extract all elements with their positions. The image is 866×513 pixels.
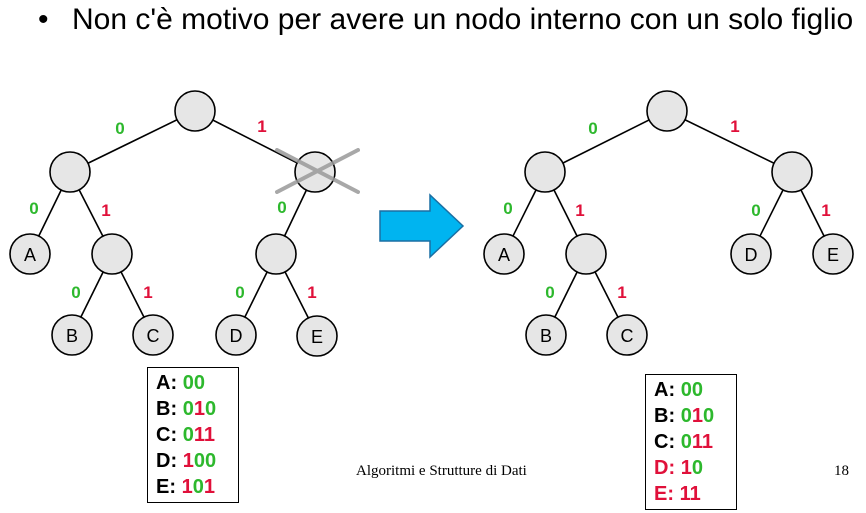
left-edge-label: 1 — [257, 117, 266, 136]
right-tree-nodes — [483, 90, 854, 356]
left-edge-label: 0 — [115, 119, 124, 138]
right-leaf-node — [483, 233, 525, 275]
left-leaf-node — [296, 315, 338, 357]
right-internal-node — [524, 151, 566, 193]
right-leaf-node — [606, 314, 648, 356]
transform-arrow-icon — [379, 193, 465, 259]
left-leaf-node — [132, 314, 174, 356]
code-row: D: 100 — [156, 450, 217, 472]
right-leaf-node — [525, 314, 567, 356]
right-edge-label: 0 — [545, 283, 554, 302]
left-leaf-label: C — [147, 326, 160, 346]
right-leaf-label: A — [498, 245, 510, 265]
code-row: A: 00 — [156, 372, 205, 394]
code-row: B: 010 — [156, 398, 217, 420]
left-edge-label: 0 — [71, 283, 80, 302]
code-row: E: 11 — [654, 483, 701, 505]
left-edge-label: 1 — [143, 283, 152, 302]
right-leaf-label: D — [745, 245, 758, 265]
right-edge-label: 1 — [730, 117, 739, 136]
left-root-node — [174, 90, 216, 132]
left-leaf-label: D — [230, 326, 243, 346]
right-root-node — [646, 90, 688, 132]
left-edge-label: 1 — [101, 201, 110, 220]
left-internal-node — [255, 233, 297, 275]
right-leaf-label: B — [540, 326, 552, 346]
left-code-table: A: 00 B: 010 C: 011 D: 100 E: 101 — [147, 367, 239, 503]
right-leaf-label: E — [827, 245, 839, 265]
left-tree-nodes — [9, 90, 338, 357]
right-edge-label: 0 — [588, 119, 597, 138]
left-leaf-label: B — [66, 326, 78, 346]
code-row: E: 101 — [156, 476, 215, 498]
right-leaf-node — [730, 233, 772, 275]
code-row: C: 011 — [654, 431, 713, 453]
left-leaf-label: E — [311, 327, 323, 347]
code-row: B: 010 — [654, 405, 715, 427]
code-row: D: 10 — [654, 457, 703, 479]
left-leaf-node — [215, 314, 257, 356]
left-leaf-node — [51, 314, 93, 356]
left-edge-label: 0 — [277, 198, 286, 217]
right-edge-label: 1 — [821, 201, 830, 220]
left-edge-label: 1 — [307, 283, 316, 302]
right-edge-label: 0 — [503, 199, 512, 218]
left-leaf-node — [9, 233, 51, 275]
left-edge-label: 0 — [235, 283, 244, 302]
right-internal-node — [565, 233, 607, 275]
code-row: C: 011 — [156, 424, 215, 446]
left-edge-label: 0 — [29, 199, 38, 218]
right-edge-label: 1 — [617, 283, 626, 302]
bullet-text: Non c'è motivo per avere un nodo interno… — [72, 3, 854, 36]
left-internal-node — [49, 151, 91, 193]
right-leaf-label: C — [621, 326, 634, 346]
right-leaf-node — [812, 233, 854, 275]
page-number: 18 — [834, 463, 849, 479]
right-internal-node — [771, 151, 813, 193]
left-internal-node — [91, 233, 133, 275]
left-leaf-label: A — [24, 245, 36, 265]
right-edge-label: 1 — [575, 201, 584, 220]
code-row: A: 00 — [654, 379, 703, 401]
bullet-symbol: • — [38, 3, 49, 36]
right-edge-label: 0 — [751, 201, 760, 220]
cross-out-mark — [275, 148, 360, 194]
right-code-table: A: 00 B: 010 C: 011 D: 10 E: 11 — [645, 374, 737, 510]
footer-title: Algoritmi e Strutture di Dati — [356, 463, 527, 479]
